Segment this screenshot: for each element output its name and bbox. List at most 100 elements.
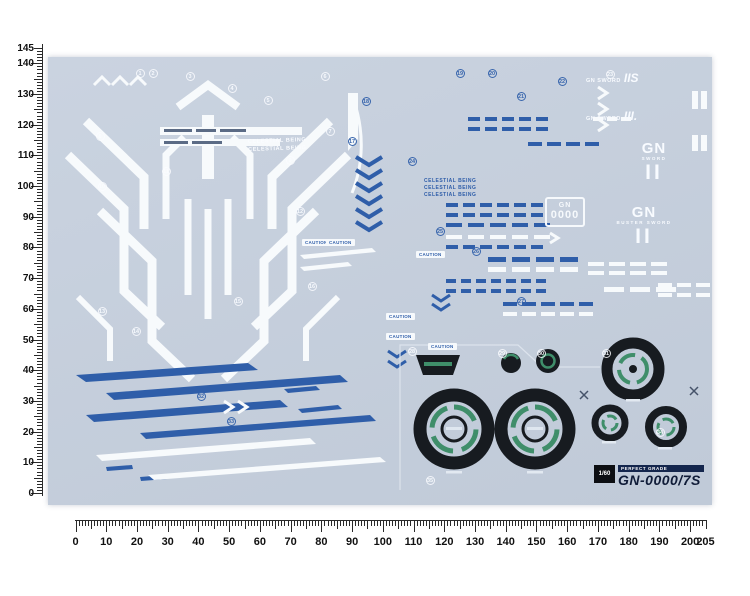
ruler-tick [195,521,197,526]
ruler-tick [34,201,42,203]
ruler-tick [31,462,42,464]
ruler-tick [37,364,42,366]
ruler-tick [450,521,452,526]
roundel-decals [413,337,699,474]
ruler-tick [37,81,42,83]
ruler-tick [585,521,587,526]
decal-artwork [64,74,710,490]
celestial-being-blue-decal: CELESTIAL BEING CELESTIAL BEING CELESTIA… [424,178,476,199]
ruler-number: 150 [527,536,546,548]
caution-decal: CAUTION [302,239,331,246]
ruler-tick [262,521,264,526]
ruler-tick [266,521,268,526]
ruler-tick [302,521,304,526]
ruler-tick [579,521,581,526]
ruler-tick [293,521,295,526]
ruler-tick [518,521,520,526]
ruler-tick [616,521,618,526]
ruler-tick [37,204,42,206]
ruler-number: 0 [28,488,34,499]
ruler-tick [31,216,42,218]
ruler-tick [37,167,42,169]
ruler-tick [37,471,42,473]
ruler-tick [37,361,42,363]
ruler-tick [376,521,378,526]
sword-prefix: GN SWORD [586,116,621,122]
ruler-tick [37,434,42,436]
decal-number-marker: 10 [97,181,107,191]
ruler-tick [530,521,532,526]
ruler-tick [37,428,42,430]
ruler-tick [238,521,240,526]
ruler-tick [176,521,178,526]
ruler-tick [37,238,42,240]
ruler-tick [232,521,234,526]
ruler-tick [78,521,80,526]
ruler-number: 60 [22,303,34,315]
ruler-tick [37,72,42,74]
ruler-number: 110 [404,536,423,548]
ruler-tick [183,521,185,529]
ruler-tick [226,521,228,526]
ruler-tick [37,376,42,378]
ruler-tick [576,521,578,526]
ruler-tick [34,416,42,418]
ruler-tick [253,521,255,526]
blue-stripe-decals [76,363,376,481]
ruler-tick [502,521,504,526]
ruler-tick [37,69,42,71]
ruler-tick [37,391,42,393]
ruler-tick [37,244,42,246]
ruler-tick [90,521,92,529]
ruler-tick [37,459,42,461]
ruler-tick [37,75,42,77]
ruler-tick [37,235,42,237]
decal-number-marker: 16 [307,281,317,291]
ruler-number: 70 [284,536,297,548]
ruler-tick [167,521,169,532]
ruler-tick [358,521,360,526]
ruler-tick [204,521,206,526]
ruler-tick [31,186,42,188]
ruler-tick [37,287,42,289]
ruler-tick [37,189,42,191]
ruler-tick [619,521,621,526]
ruler-tick [37,241,42,243]
ruler-number: 20 [22,426,34,438]
ruler-tick [37,146,42,148]
ruler-tick [478,521,480,526]
gn-big: GN [631,204,657,221]
ruler-tick [37,127,42,129]
ruler-tick [146,521,148,526]
ruler-tick [106,521,108,532]
ruler-tick [37,419,42,421]
ruler-tick [219,521,221,526]
ruler-tick [413,521,415,532]
ruler-tick [37,152,42,154]
ruler-tick [37,118,42,120]
ruler-tick [428,521,430,529]
ruler-tick [625,521,627,526]
ruler-tick [161,521,163,526]
ruler-tick [37,468,42,470]
ruler-tick [456,521,458,526]
ruler-number: 40 [22,365,34,377]
ruler-tick [37,198,42,200]
ruler-number: 40 [192,536,205,548]
ruler-tick [487,521,489,526]
ruler-number: 20 [130,536,144,548]
ruler-tick [130,521,132,526]
ruler-tick [339,521,341,526]
ruler-tick [505,521,507,532]
ruler-tick [309,521,311,526]
ruler-tick [671,521,673,526]
ruler-tick [37,281,42,283]
ruler-tick [192,521,194,526]
decal-number-marker: 8 [95,131,105,141]
ruler-tick [647,521,649,526]
ruler-tick [656,521,658,526]
ruler-tick [37,410,42,412]
ruler-tick [465,521,467,526]
ruler-tick [622,521,624,526]
decal-number-marker: 22 [557,76,567,86]
